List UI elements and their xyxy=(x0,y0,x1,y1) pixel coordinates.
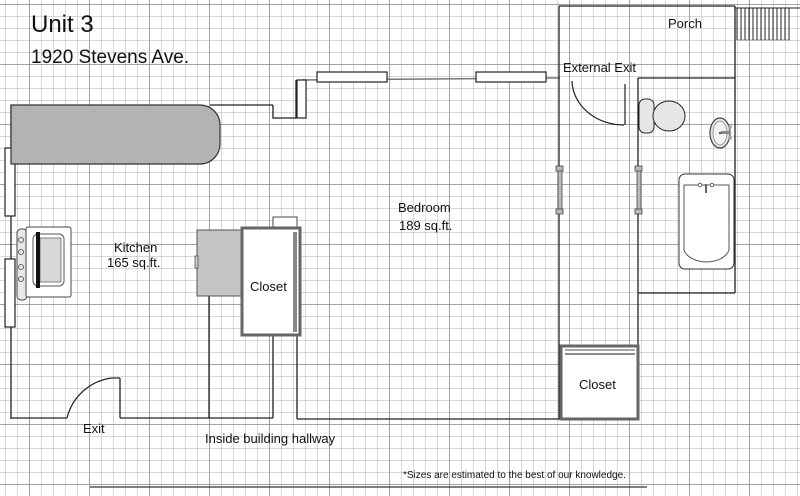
exit-label: Exit xyxy=(83,421,105,436)
external-exit-swing xyxy=(571,80,625,126)
hall-doors xyxy=(555,165,643,215)
kitchen-counter xyxy=(10,104,221,165)
window-left-1 xyxy=(4,147,16,217)
stove xyxy=(16,226,72,301)
bedroom-area: 189 sq.ft. xyxy=(399,218,453,233)
bedroom-name: Bedroom xyxy=(398,200,451,215)
closet-right-label: Closet xyxy=(579,377,616,392)
window-2 xyxy=(475,71,547,83)
refrigerator xyxy=(196,229,243,297)
window-left-2 xyxy=(4,258,16,328)
toilet xyxy=(638,98,686,134)
window-3 xyxy=(296,79,307,119)
closet-left-label: Closet xyxy=(250,279,287,294)
bathroom-sink xyxy=(709,117,732,149)
hallway-label: Inside building hallway xyxy=(205,431,336,446)
kitchen-area: 165 sq.ft. xyxy=(107,255,161,270)
unit-address: 1920 Stevens Ave. xyxy=(31,47,190,68)
closet-right-shape xyxy=(559,344,640,421)
footnote: *Sizes are estimated to the best of our … xyxy=(403,470,626,481)
porch-steps xyxy=(735,7,800,41)
fridge-handle xyxy=(194,255,199,269)
unit-title: Unit 3 xyxy=(31,11,94,38)
closet-left-shape xyxy=(240,216,302,337)
wall-step xyxy=(272,80,297,119)
kitchen-name: Kitchen xyxy=(114,240,158,255)
external-exit-label: External Exit xyxy=(563,60,636,75)
window-1 xyxy=(316,71,388,83)
bathtub xyxy=(678,173,735,270)
porch-label: Porch xyxy=(668,16,702,31)
exit-door-swing xyxy=(66,377,113,419)
